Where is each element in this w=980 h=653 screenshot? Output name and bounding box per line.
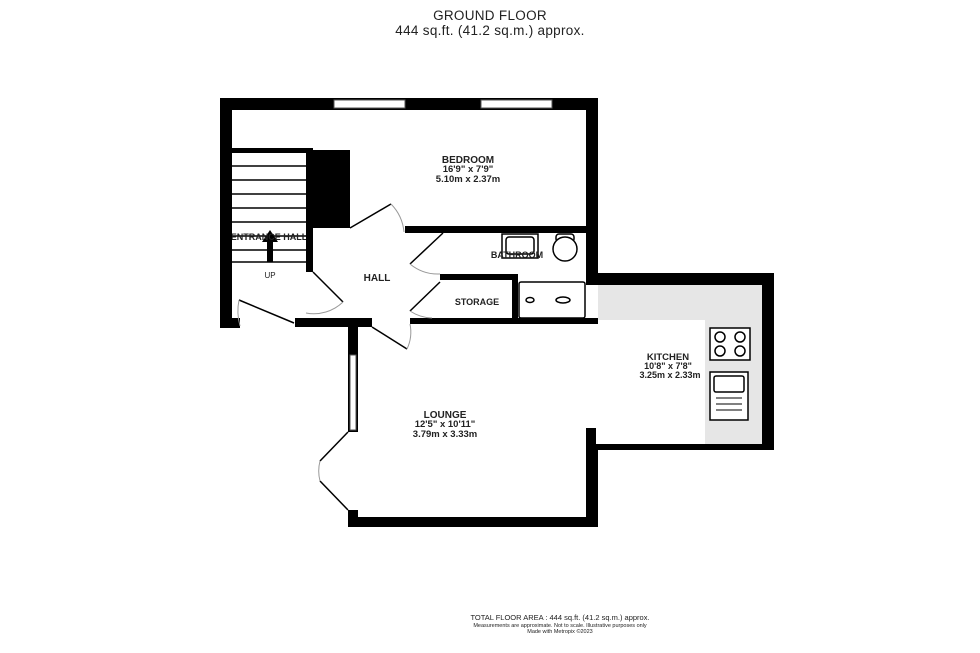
floor-area: 444 sq.ft. (41.2 sq.m.) approx. [395,23,585,38]
lounge-metric: 3.79m x 3.33m [413,429,477,440]
kitchen-label: KITCHEN [647,352,689,363]
kitchen-sink [709,371,749,421]
floor-title: GROUND FLOOR [433,8,547,23]
credit: Made with Metropix ©2023 [527,629,593,635]
hall-label: HALL [364,273,391,284]
up-arrow-icon [262,230,278,262]
total-floor-area: TOTAL FLOOR AREA : 444 sq.ft. (41.2 sq.m… [470,613,650,622]
bathroom-sink [501,233,539,259]
stairs-up-label: UP [264,271,275,280]
shower [518,281,586,319]
storage-label: STORAGE [455,297,499,307]
toilet [552,233,578,262]
bedroom-label: BEDROOM [442,155,494,166]
hob [709,327,751,361]
bathroom-label: BATHROOM [491,250,543,260]
kitchen-metric: 3.25m x 2.33m [639,370,700,380]
entrance-hall-label: ENTRANCE HALL [231,232,308,242]
doors[interactable] [237,203,444,511]
bedroom-metric: 5.10m x 2.37m [436,174,500,185]
lounge-label: LOUNGE [424,410,467,421]
disclaimer: Measurements are approximate. Not to sca… [473,623,647,629]
bedroom-imperial: 16'9" x 7'9" [443,164,494,175]
windows [333,99,553,431]
kitchen-imperial: 10'8" x 7'8" [644,361,692,371]
lounge-imperial: 12'5" x 10'11" [415,419,476,430]
kitchen-counter [598,285,762,446]
